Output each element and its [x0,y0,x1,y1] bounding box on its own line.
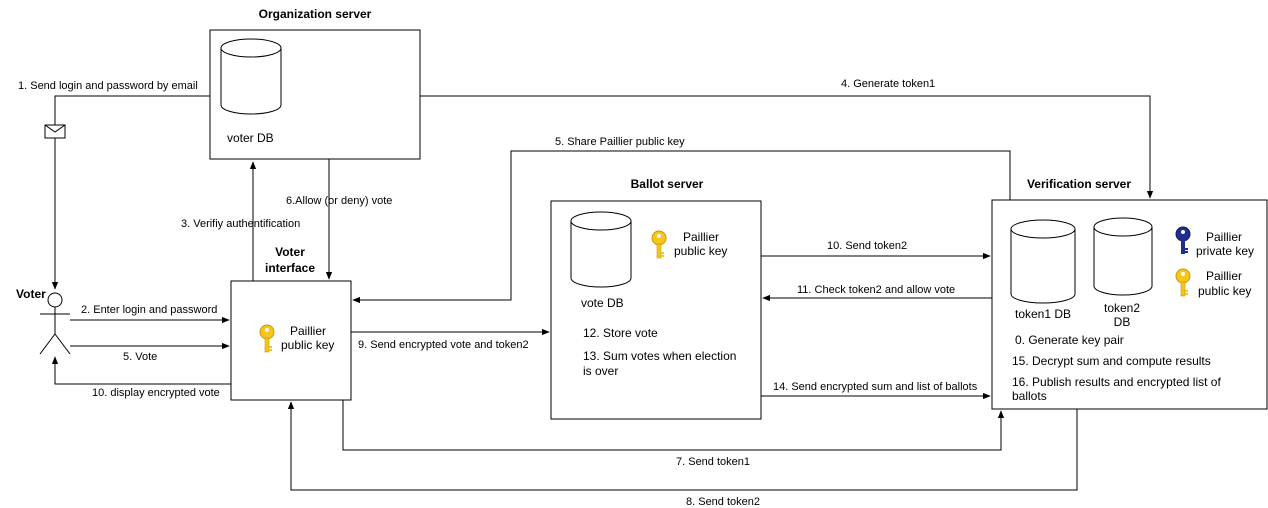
ballot-server-key-line2: public key [674,244,727,258]
edge-11-label: 11. Check token2 and allow vote [797,284,955,296]
token2-db-label-line1: token2 [1104,301,1140,315]
edge-5-share-public-key [352,150,1011,304]
key-blue-icon [1175,226,1191,254]
verification-public-key-line2: public key [1198,284,1251,298]
key-gold-icon [1175,268,1191,297]
ballot-step-13-line2: is over [583,364,618,378]
voter-interface-title-line1: Voter [275,245,305,259]
envelope-icon [44,124,66,139]
edge-2-label: 2. Enter login and password [81,304,217,316]
organization-server-title: Organization server [259,7,372,21]
key-gold-icon [259,324,275,353]
verification-step-16-line1: 16. Publish results and encrypted list o… [1012,375,1221,389]
verification-step-0: 0. Generate key pair [1015,333,1124,347]
vote-db-label: vote DB [581,296,624,310]
vote-db-cylinder [570,211,632,288]
voter-interface-box[interactable] [230,280,352,401]
edge-4-generate-token1 [420,95,1154,199]
edge-6-label: 6.Allow (or deny) vote [286,195,392,207]
voter-db-cylinder [220,38,282,115]
ballot-step-13-line1: 13. Sum votes when election [583,349,736,363]
edge-5-label: 5. Share Paillier public key [555,136,685,148]
edge-1-label: 1. Send login and password by email [18,80,198,92]
edge-14-label: 14. Send encrypted sum and list of ballo… [773,381,978,393]
edge-5-vote-label: 5. Vote [123,351,157,363]
verification-step-16-line2: ballots [1012,389,1047,403]
edge-10-display-label: 10. display encrypted vote [92,387,220,399]
verification-step-15: 15. Decrypt sum and compute results [1012,354,1211,368]
voter-interface-key-line1: Paillier [290,324,326,338]
edge-9-label: 9. Send encrypted vote and token2 [358,339,529,351]
ballot-server-title: Ballot server [631,177,704,191]
private-key-line1: Paillier [1206,230,1242,244]
voter-db-label: voter DB [227,131,274,145]
edge-3-label: 3. Verifiy authentification [181,218,300,230]
token1-db-cylinder [1010,219,1076,304]
key-gold-icon [651,230,667,259]
verification-public-key-line1: Paillier [1206,269,1242,283]
ballot-server-key-line1: Paillier [683,230,719,244]
edge-8-send-token2 [287,401,1078,491]
token2-db-cylinder [1093,217,1153,296]
ballot-step-12: 12. Store vote [583,326,658,340]
verification-server-title: Verification server [1027,177,1131,191]
edge-8-label: 8. Send token2 [686,496,760,508]
voter-interface-key-line2: public key [281,338,334,352]
voter-label: Voter [16,287,46,301]
token1-db-label: token1 DB [1015,307,1071,321]
token2-db-label-line2: DB [1114,315,1131,329]
edge-10-label: 10. Send token2 [827,240,907,252]
edge-7-label: 7. Send token1 [676,456,750,468]
edge-10-display [51,356,231,385]
edge-1-email [51,95,210,290]
edge-7-send-token1 [342,400,1005,451]
stick-figure-icon [39,292,71,355]
voter-interface-title-line2: interface [265,261,315,275]
private-key-line2: private key [1196,244,1254,258]
edge-4-label: 4. Generate token1 [841,78,935,90]
